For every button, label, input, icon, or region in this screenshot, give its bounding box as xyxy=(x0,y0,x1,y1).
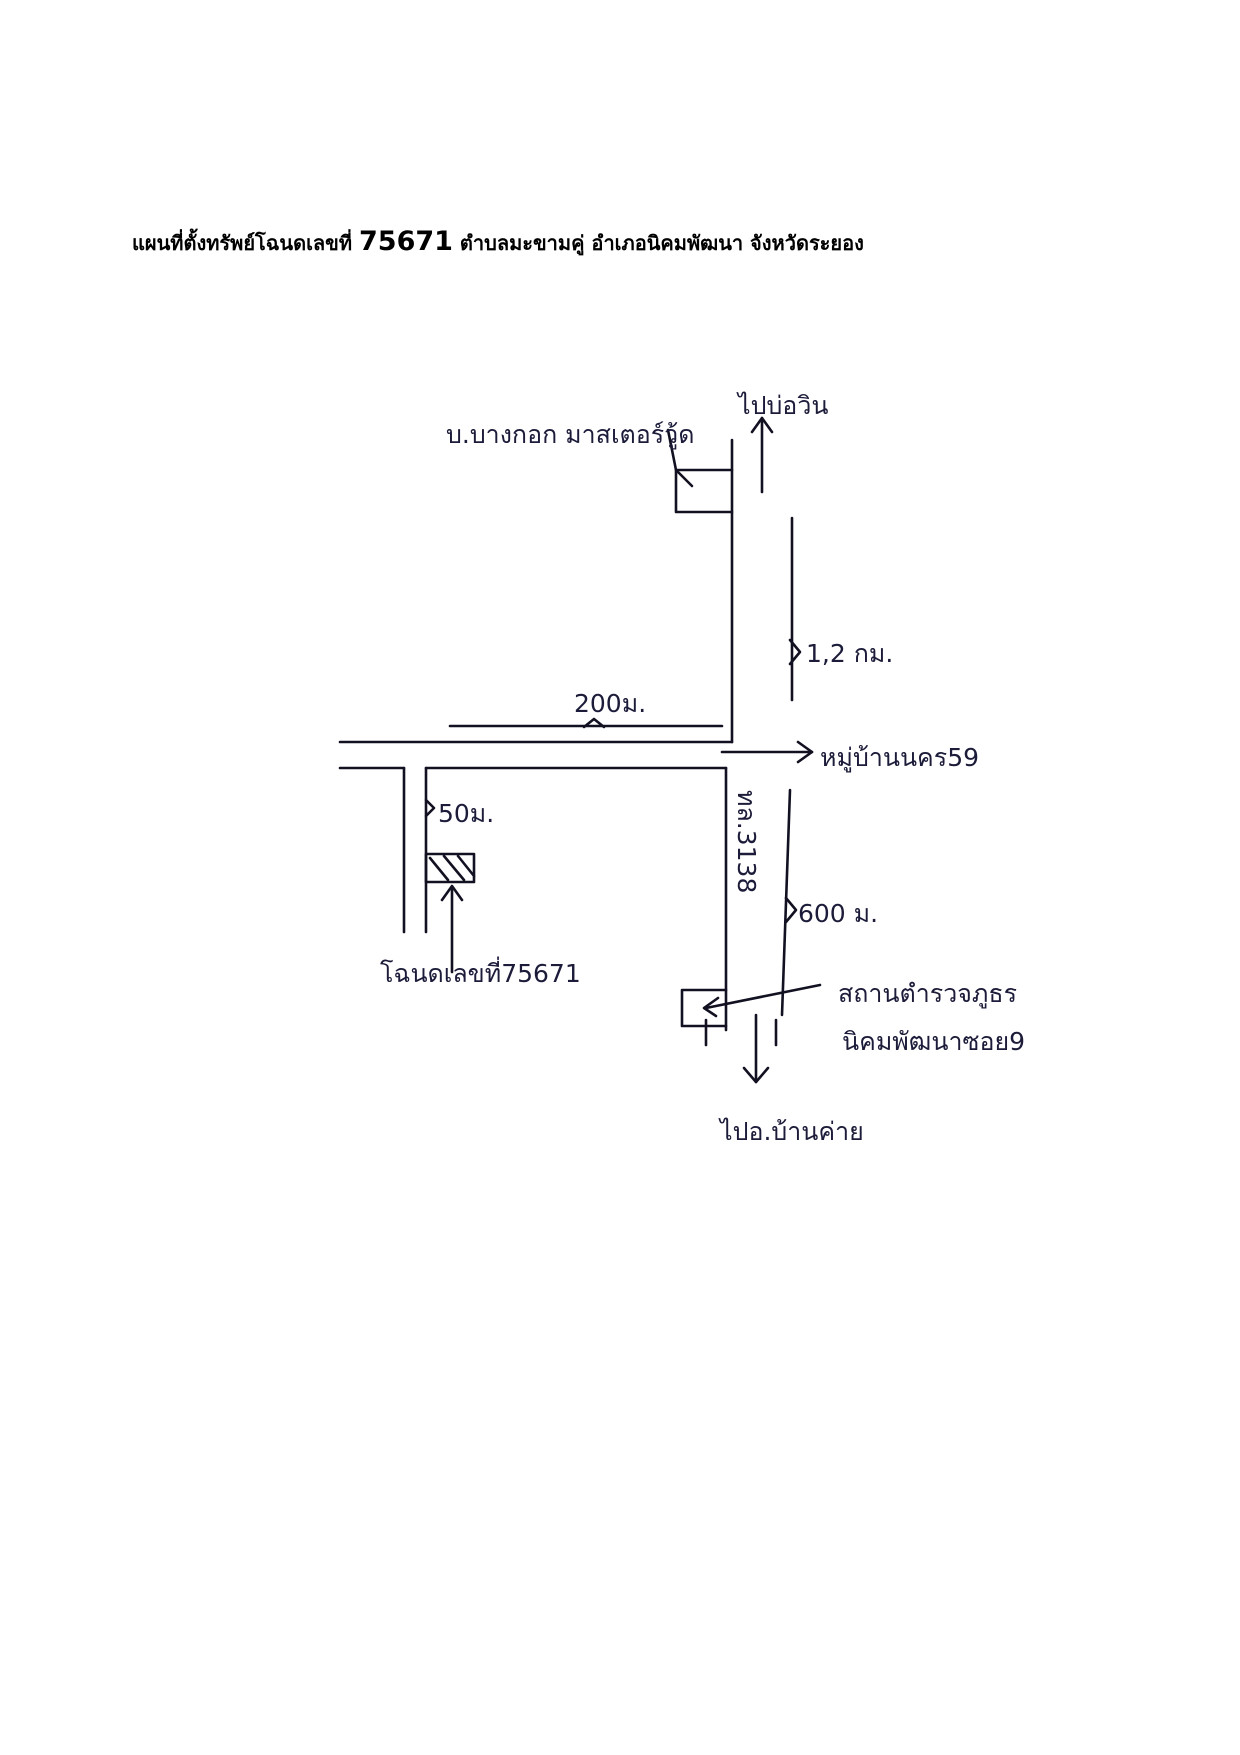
distance-north-label: 1,2 กม. xyxy=(806,639,893,668)
distance-side-road-label: 200ม. xyxy=(574,689,646,718)
deed-plot-marker xyxy=(424,852,476,974)
east-arrow-icon xyxy=(720,740,814,764)
deed-plot-label: โฉนดเลขที่75671 xyxy=(380,956,581,988)
distance-south-label: 600 ม. xyxy=(798,899,878,928)
north-arrow-icon xyxy=(750,416,774,494)
landmark-south-label-line2: นิคมพัฒนาซอย9 xyxy=(842,1027,1025,1056)
landmark-south-label-line1: สถานตำรวจภูธร xyxy=(838,979,1017,1009)
side-road-destination-label: หมู่บ้านนคร59 xyxy=(820,743,979,773)
title-deed-number: 75671 xyxy=(359,226,453,257)
side-road xyxy=(338,724,734,770)
distance-brace-north xyxy=(788,638,802,666)
landmark-south-marker xyxy=(680,983,822,1028)
north-destination-label: ไปบ่อวิน xyxy=(736,391,828,420)
distance-alley-label: 50ม. xyxy=(438,799,494,828)
main-road-label: ทล.3138 xyxy=(732,790,761,893)
main-road xyxy=(704,438,794,1047)
distance-brace-side-road xyxy=(582,717,606,729)
landmark-north-label: บ.บางกอก มาสเตอร์วู้ด xyxy=(446,420,694,450)
south-arrow-icon xyxy=(742,1013,770,1084)
landmark-north-marker xyxy=(666,428,734,514)
alley-road xyxy=(402,766,428,934)
title-location: ตำบลมะขามคู่ อำเภอนิคมพัฒนา จังหวัดระยอง xyxy=(459,231,864,255)
south-destination-label: ไปอ.บ้านค่าย xyxy=(718,1117,864,1146)
title-prefix: แผนที่ตั้งทรัพย์โฉนดเลขที่ xyxy=(132,231,353,255)
map-title: แผนที่ตั้งทรัพย์โฉนดเลขที่ 75671 ตำบลมะข… xyxy=(132,226,1132,259)
distance-brace-south xyxy=(784,896,798,924)
distance-brace-alley xyxy=(424,798,436,818)
